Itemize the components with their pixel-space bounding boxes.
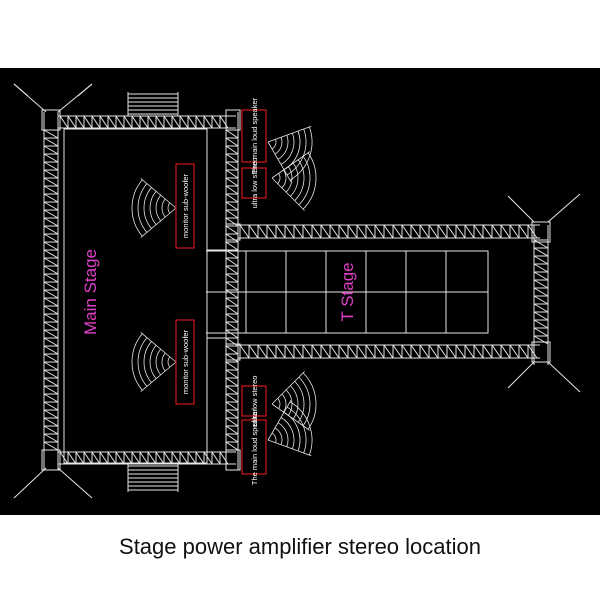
monitor-sub-woofer-bottom-text: monitor sub-woofer bbox=[181, 329, 190, 394]
main-stage-top-truss bbox=[58, 115, 236, 129]
speaker-label-monitor-top: monitor sub-woofer bbox=[175, 163, 195, 249]
main-stage-label: Main Stage bbox=[81, 249, 100, 335]
t-stage-lower-truss bbox=[238, 344, 540, 359]
t-stage-label: T Stage bbox=[338, 262, 357, 321]
monitor-sub-woofer-top-icon bbox=[131, 178, 177, 238]
speaker-label-ultra-top: ultra low stereo bbox=[241, 158, 267, 209]
ultra-low-stereo-bottom-text: ultra low stereo bbox=[250, 376, 259, 427]
outrigger-top-left bbox=[13, 83, 93, 113]
outrigger-bottom-right bbox=[507, 361, 581, 393]
main-loud-speaker-top-icon bbox=[267, 125, 313, 183]
main-stage-left-truss bbox=[43, 112, 59, 470]
t-stage-platform bbox=[206, 250, 489, 334]
speaker-label-monitor-bottom: monitor sub-woofer bbox=[175, 319, 195, 405]
speaker-label-main-top: The main loud speaker bbox=[241, 97, 267, 174]
caption: Stage power amplifier stereo location bbox=[119, 534, 481, 559]
speaker-label-main-bottom: The main loud speaker bbox=[241, 408, 267, 485]
outrigger-top-right bbox=[507, 193, 581, 223]
ultra-low-stereo-top-icon bbox=[271, 151, 317, 211]
main-stage-bottom-truss bbox=[58, 451, 236, 465]
ultra-low-stereo-top-text: ultra low stereo bbox=[250, 158, 259, 209]
main-loud-speaker-top-text: The main loud speaker bbox=[250, 97, 259, 174]
t-stage-upper-truss bbox=[238, 224, 540, 239]
center-vertical-truss bbox=[225, 112, 239, 470]
monitor-sub-woofer-top-text: monitor sub-woofer bbox=[181, 173, 190, 238]
stairs-top bbox=[127, 92, 179, 116]
main-loud-speaker-bottom-icon bbox=[267, 399, 313, 457]
main-loud-speaker-bottom-text: The main loud speaker bbox=[250, 408, 259, 485]
main-stage-outline bbox=[63, 128, 208, 464]
speaker-label-ultra-bottom: ultra low stereo bbox=[241, 376, 267, 427]
monitor-sub-woofer-bottom-icon bbox=[131, 332, 177, 392]
outrigger-bottom-left bbox=[13, 467, 93, 499]
stairs-bottom bbox=[127, 464, 179, 492]
